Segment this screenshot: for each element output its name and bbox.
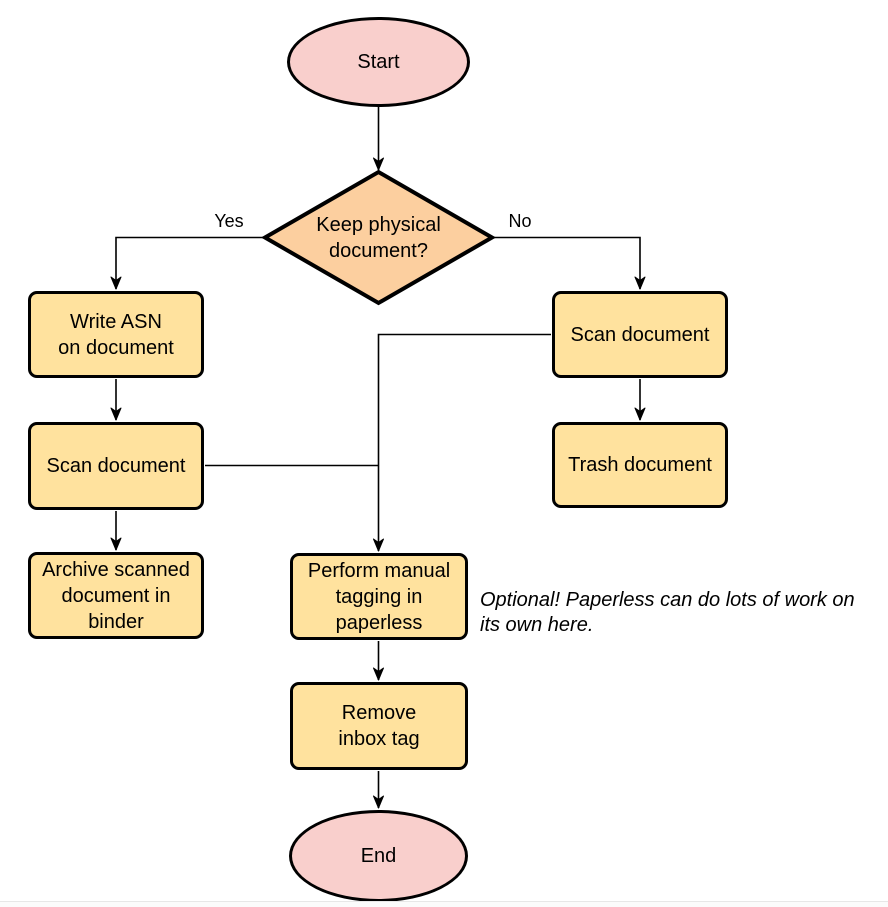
- scan-document-right-label: Scan document: [570, 323, 710, 346]
- scan-document-right-node: Scan document: [552, 291, 728, 378]
- start-node-label: Start: [357, 51, 400, 73]
- trash-document-label: Trash document: [568, 454, 712, 476]
- manual-tagging-label: Perform manual tagging in paperless: [307, 559, 451, 634]
- write-asn-node-label: Write ASN on document: [58, 310, 174, 359]
- archive-node: Archive scanned document in binder: [28, 552, 204, 639]
- bottom-strip: [0, 902, 888, 907]
- trash-document-node: Trash document: [552, 422, 728, 508]
- connector-no-to-scan-right: [492, 236, 646, 290]
- end-node: End: [289, 810, 468, 902]
- remove-inbox-tag-node: Remove inbox tag: [290, 682, 468, 770]
- connector-yes-to-write-asn: [110, 236, 264, 290]
- remove-inbox-tag-label: Remove inbox tag: [338, 702, 420, 750]
- optional-note: Optional! Paperless can do lots of work …: [480, 589, 855, 636]
- scan-document-left-node: Scan document: [28, 422, 204, 510]
- archive-node-label: Archive scanned document in binder: [42, 558, 190, 633]
- decision-node: Keep physical document?: [260, 169, 497, 306]
- manual-tagging-node: Perform manual tagging in paperless: [290, 553, 468, 640]
- decision-node-label: Keep physical document?: [316, 213, 441, 262]
- start-node: Start: [287, 17, 470, 107]
- end-node-label: End: [360, 845, 397, 867]
- yes-edge-label: Yes: [212, 211, 246, 231]
- diamond-shape: [260, 169, 497, 306]
- write-asn-node: Write ASN on document: [28, 291, 204, 378]
- scan-document-left-label: Scan document: [46, 455, 186, 477]
- no-edge-label: No: [506, 211, 534, 231]
- connector-scan-right-to-tagging: [373, 333, 551, 552]
- bottom-divider: [0, 901, 888, 902]
